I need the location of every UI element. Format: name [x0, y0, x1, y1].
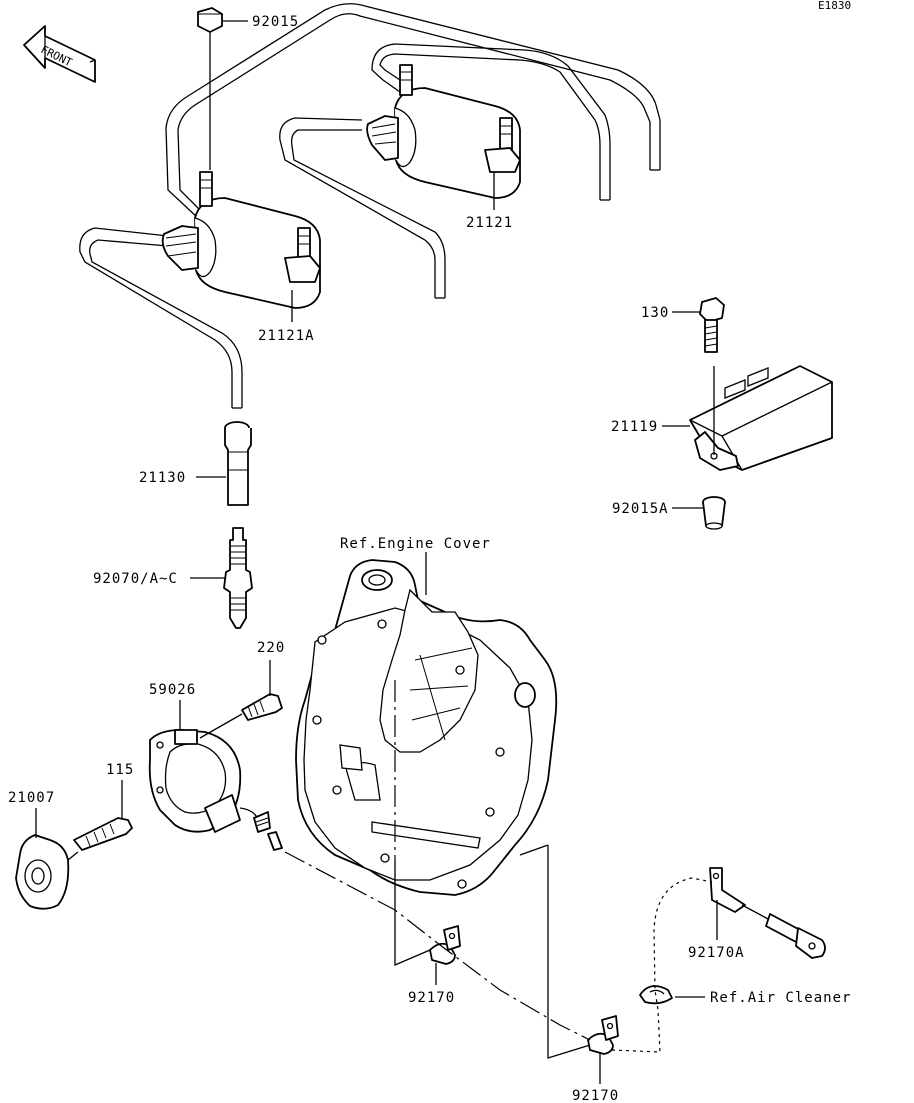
- spark-plug-92070: [223, 527, 253, 629]
- label-21130: 21130: [139, 470, 186, 486]
- wire-route-sensor: [611, 877, 713, 1053]
- collar-92015A: [702, 496, 726, 530]
- front-arrow-icon: FRONT: [23, 25, 96, 83]
- bracket-92170A: [709, 867, 826, 959]
- lower-lead-front: [79, 227, 243, 409]
- label-92015: 92015: [252, 14, 299, 30]
- label-ref-air-cleaner: Ref.Air Cleaner: [710, 990, 851, 1006]
- bracket-line-left: [394, 860, 431, 966]
- nut-92015: [197, 7, 223, 170]
- label-21121: 21121: [466, 215, 513, 231]
- clamp-92170-right: [587, 1015, 619, 1055]
- engine-cover: [295, 559, 558, 896]
- leader-lines: [35, 20, 718, 1084]
- bracket-line-right: [547, 845, 591, 1059]
- label-92070: 92070/A~C: [93, 571, 178, 587]
- label-21007: 21007: [8, 790, 55, 806]
- ignition-coil-21121A: [161, 171, 321, 309]
- diagram-code: E1830: [818, 0, 851, 12]
- label-220: 220: [257, 640, 285, 656]
- label-92170-right: 92170: [572, 1088, 619, 1103]
- igniter-21119: [689, 365, 833, 471]
- label-21119: 21119: [611, 419, 658, 435]
- label-ref-engine-cover: Ref.Engine Cover: [340, 536, 491, 552]
- bolt-220: [199, 693, 283, 739]
- label-92170A: 92170A: [688, 945, 745, 961]
- rotor-21007: [15, 834, 79, 910]
- rear-top-lead: [371, 43, 611, 201]
- wire-route-main: [284, 851, 591, 1041]
- label-130: 130: [641, 305, 669, 321]
- label-59026: 59026: [149, 682, 196, 698]
- ignition-coil-21121: [366, 64, 521, 199]
- spark-plug-cap-21130: [224, 421, 252, 506]
- clamp-92170-left: [429, 925, 461, 965]
- bolt-130: [699, 297, 725, 353]
- pickup-coil-59026: [148, 729, 283, 851]
- label-115: 115: [106, 762, 134, 778]
- label-92170-left: 92170: [408, 990, 455, 1006]
- label-92015A: 92015A: [612, 501, 669, 517]
- rear-ignition-lead: [165, 3, 661, 219]
- upper-lead-rear: [279, 117, 446, 299]
- label-21121A: 21121A: [258, 328, 315, 344]
- bolt-115: [73, 817, 133, 851]
